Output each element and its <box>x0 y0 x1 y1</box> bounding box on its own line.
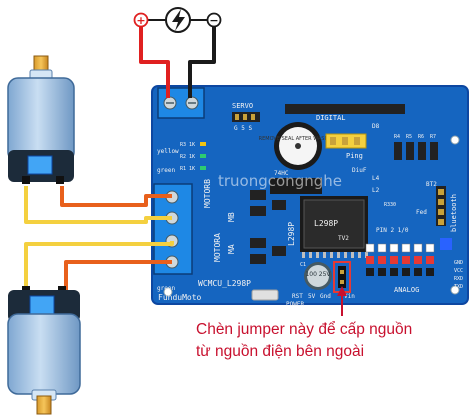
digital-label: DIGITAL <box>316 114 346 122</box>
l2-label: L2 <box>372 187 380 194</box>
5v-label: 5V <box>308 293 316 300</box>
ic-74hc-chip <box>270 178 322 194</box>
rst-label: RST <box>292 293 303 300</box>
power-terminal-block <box>157 87 205 119</box>
ma-label: MA <box>227 244 236 254</box>
green-label-a: green <box>157 167 175 174</box>
vcc-label: VCC <box>454 268 463 274</box>
servo-header <box>232 112 260 122</box>
watermark: truongcongnghe <box>218 172 342 190</box>
power-label: POWER <box>286 301 304 308</box>
ping-label: Ping <box>346 152 363 160</box>
yellow-label-a: yellow <box>157 148 179 155</box>
c1-label: C1 <box>300 262 306 268</box>
r7-label: R7 <box>430 134 436 140</box>
txd-label: TXD <box>454 284 463 290</box>
l298p-chip-label: L298P <box>314 219 338 228</box>
pin-label: PIN 2 1/0 <box>376 227 409 234</box>
r3-label: R3 1K <box>180 142 195 148</box>
r2-label: R2 1K <box>180 154 195 160</box>
dc-motor-a <box>7 55 75 184</box>
brand-label: FunduMoto <box>158 293 202 302</box>
fed-label: Fed <box>416 209 427 216</box>
motor-b-wire-yellow <box>24 241 174 294</box>
power-source: + − <box>133 7 222 33</box>
l298p-side-label: L298P <box>287 222 296 246</box>
lightning-icon <box>172 9 185 31</box>
red-power-wire <box>139 27 170 98</box>
servo-pins-label: G 5 S <box>234 125 252 132</box>
diode-array <box>250 190 286 264</box>
plus-terminal: + <box>136 14 145 27</box>
reset-button <box>251 289 279 301</box>
capacitor-label: 100 25V <box>305 271 331 278</box>
motor-a-wire-orange <box>60 186 172 207</box>
vin-label: Vin <box>344 293 355 300</box>
buzzer-label: REMOVE SEAL AFTER WASHING <box>259 136 338 142</box>
l4-label: L4 <box>372 175 380 182</box>
minus-terminal: − <box>209 14 218 27</box>
bluetooth-label: bluetooth <box>450 194 458 232</box>
status-leds <box>200 142 206 170</box>
caption-line-2: từ nguồn điện bên ngoài <box>196 343 365 360</box>
model-label: WCMCU_L298P <box>198 279 251 288</box>
gnd-bottom-label: Gnd <box>320 293 331 300</box>
ic-74hc-label: 74HC <box>274 170 289 177</box>
resistor-array <box>394 142 438 160</box>
analog-pin-headers <box>365 238 452 276</box>
digital-header <box>285 104 405 114</box>
mb-label: MB <box>227 212 236 222</box>
green-label-b: green <box>157 285 175 292</box>
black-power-wire <box>188 27 216 98</box>
dc-motor-b <box>7 286 81 415</box>
motora-label: MOTORA <box>213 233 222 262</box>
servo-label: SERVO <box>232 102 253 110</box>
ping-header <box>325 133 367 149</box>
gnd-label: GND <box>454 260 463 266</box>
d8-label: D8 <box>372 123 380 130</box>
buzzer: REMOVE SEAL AFTER WASHING <box>259 122 338 170</box>
r6-label: R6 <box>418 134 424 140</box>
diuf-label: DiuF <box>352 167 367 174</box>
motor-shield-board: SERVO G 5 S DIGITAL REMOVE SEAL AFTER WA… <box>151 85 469 308</box>
caption-line-1: Chèn jumper này để cấp nguồn <box>196 321 413 338</box>
tv2-label: TV2 <box>338 235 349 242</box>
analog-label: ANALOG <box>394 286 419 294</box>
motorb-label: MOTORB <box>203 179 212 208</box>
motor-a-wire-yellow <box>24 186 172 224</box>
bt2-label: BT2 <box>426 181 437 188</box>
r1-label: R1 1K <box>180 166 195 172</box>
r4-label: R4 <box>394 134 400 140</box>
jumper-callout-arrowhead <box>337 286 347 296</box>
r330-label: R330 <box>384 202 396 208</box>
bluetooth-header <box>436 186 446 226</box>
l298p-chip <box>300 196 368 258</box>
motor-b-wire-orange <box>64 260 172 294</box>
r5-label: R5 <box>406 134 412 140</box>
rxd-label: RXD <box>454 276 463 282</box>
capacitor-c1 <box>304 262 332 290</box>
